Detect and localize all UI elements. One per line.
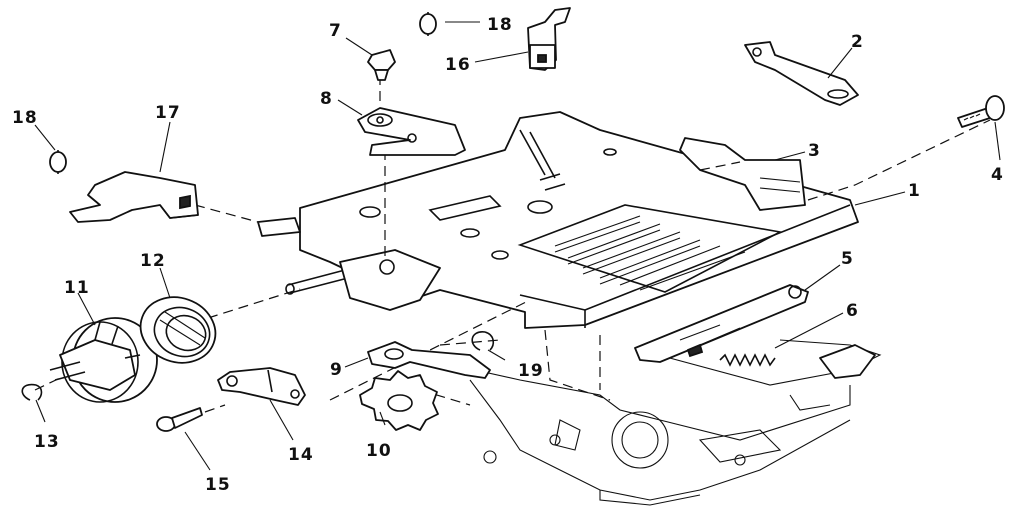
lower-frame [429,339,882,506]
callout-labels: 1 2 3 4 5 6 7 8 9 10 11 12 13 14 15 16 1… [12,15,1004,495]
part-12-ring [139,296,217,364]
callout-7: 7 [329,21,342,41]
part-19-clip [471,331,495,351]
part-18-oval-top [419,12,437,36]
part-17-block [69,171,199,223]
part-2-bracket [744,41,859,106]
callout-12: 12 [140,251,166,271]
part-11-wheel [49,317,158,403]
part-9-lever [367,341,491,379]
callout-19: 19 [518,361,544,381]
callout-14: 14 [288,445,314,465]
part-13-clip [21,383,43,401]
part-15-screw [156,407,203,432]
callout-16: 16 [445,55,471,75]
callout-18-top: 18 [487,15,513,35]
part-4-screw [957,95,1005,128]
callout-11: 11 [64,278,90,298]
leader-lines [34,21,1001,471]
callout-10: 10 [366,441,392,461]
callout-2: 2 [851,32,864,52]
callout-15: 15 [205,475,231,495]
callout-17: 17 [155,103,181,123]
callout-5: 5 [841,249,854,269]
callout-1: 1 [908,181,921,201]
callout-4: 4 [991,165,1004,185]
part-16-connector [527,7,571,71]
callout-18-left: 18 [12,108,38,128]
part-18-oval-left [49,150,67,174]
part-10-star-gear [359,370,439,431]
part-8-lever-arm [357,107,466,156]
callout-9: 9 [330,360,343,380]
part-14-plate [217,367,306,406]
part-7-cap [367,49,396,81]
callout-6: 6 [846,301,859,321]
part-5-slide-lever [634,284,809,363]
part-6-spring [719,344,876,379]
callout-3: 3 [808,141,821,161]
callout-13: 13 [34,432,60,452]
callout-8: 8 [320,89,333,109]
